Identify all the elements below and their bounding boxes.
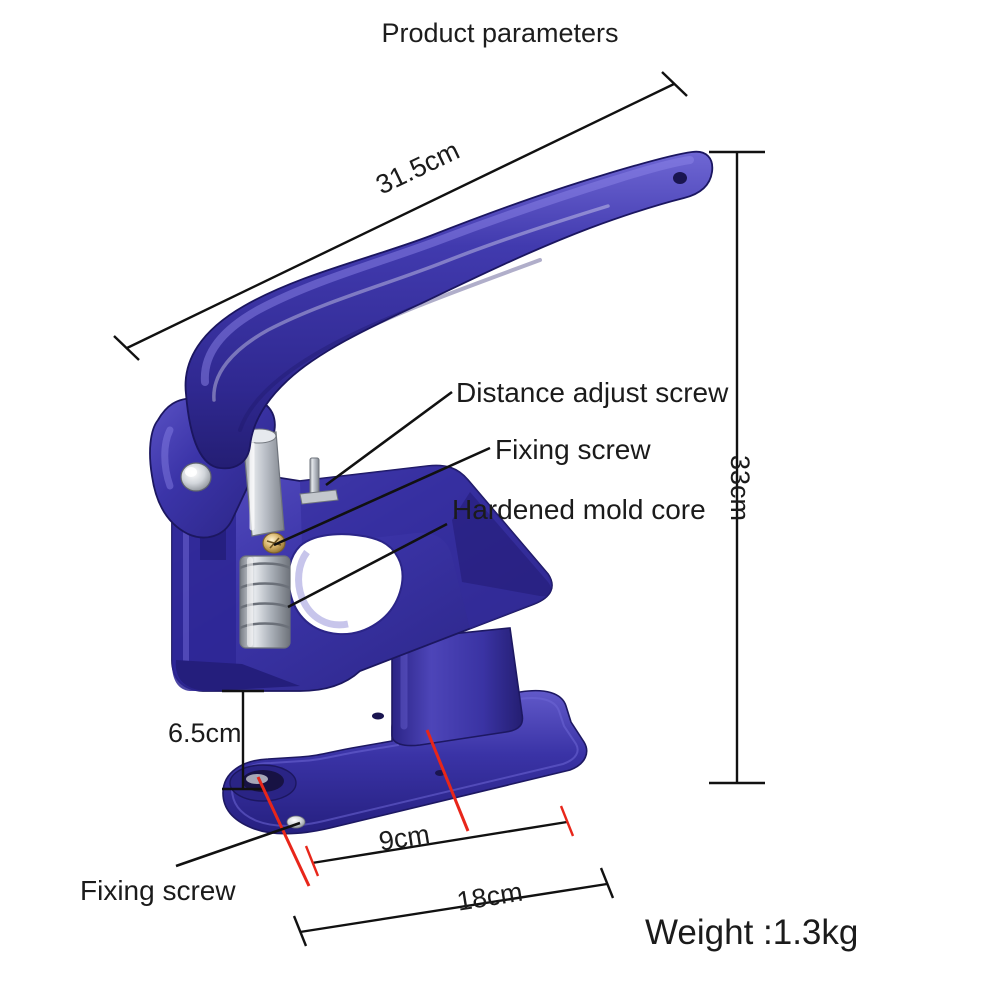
fixing-screw-assembly: [262, 532, 286, 554]
leader-fixing-screw-top: [273, 446, 491, 547]
lever-handle-end-hole: [673, 172, 687, 184]
leader-fixing-screw-bottom: [175, 821, 301, 868]
frame-right-shadow: [452, 492, 552, 597]
lever-handle: [184, 150, 714, 470]
dimension-18cm: [292, 867, 615, 947]
dimension-label-33cm: 33cm: [725, 455, 755, 522]
dim-31-5-tick-right: [661, 71, 688, 97]
dimension-9cm: [304, 805, 575, 877]
callout-label-fixing-screw-bottom: Fixing screw: [80, 875, 236, 906]
dim-31-5-tick-left: [113, 335, 140, 361]
dim-18-line: [299, 882, 608, 934]
spring-coils: [239, 562, 291, 630]
callout-label-hardened-mold-core: Hardened mold core: [452, 494, 706, 525]
pivot-yoke-highlight: [161, 426, 174, 490]
dim-9-tick-right: [559, 805, 575, 837]
red-extension-right: [425, 729, 470, 832]
dim-18-tick-right: [599, 867, 615, 899]
red-extension-left: [256, 776, 311, 887]
dim-9-tick-left: [304, 845, 320, 877]
fixing-screw-slot: [266, 537, 282, 549]
lever-handle-body: [184, 150, 714, 470]
frame-throat-shade: [295, 549, 349, 629]
base-pin-hole-left: [372, 712, 384, 720]
callout-label-fixing-screw-top: Fixing screw: [495, 434, 651, 465]
red-extension-lines: [256, 729, 470, 887]
callout-leaders: [175, 390, 491, 868]
dimension-33cm: [709, 150, 765, 785]
dimension-label-6-5cm: 6.5cm: [168, 718, 242, 748]
dimension-lines: [113, 71, 765, 947]
frame-bottom-lip: [175, 660, 300, 691]
weight-label: Weight :1.3kg: [645, 913, 859, 952]
base-plate-top-highlight: [230, 697, 579, 827]
base-mount-hole-shine: [246, 774, 268, 784]
dim-9-line: [311, 820, 568, 865]
lever-handle-top-highlight: [200, 156, 694, 386]
page-title: Product parameters: [381, 18, 619, 48]
leader-hardened-mold-core: [287, 522, 448, 609]
distance-adjust-screw: [299, 457, 339, 505]
pivot-screw-shine: [185, 467, 197, 477]
pivot-fixing-screw: [180, 462, 212, 492]
dim-18-tick-left: [292, 915, 308, 947]
dim-31-5-line: [126, 82, 675, 350]
dimension-6-5cm: [222, 689, 264, 791]
adjust-screw-flange: [299, 489, 339, 505]
hardened-mold-core: [239, 555, 291, 649]
adjust-screw-post: [309, 457, 320, 495]
support-column-body: [391, 627, 524, 747]
support-column: [391, 627, 524, 747]
callout-label-distance-adjust-screw: Distance adjust screw: [456, 377, 729, 408]
lever-handle-groove: [238, 258, 542, 432]
leader-distance-adjust-screw: [325, 390, 453, 487]
lever-handle-gloss: [212, 204, 610, 402]
dimension-31-5cm: [113, 71, 688, 361]
